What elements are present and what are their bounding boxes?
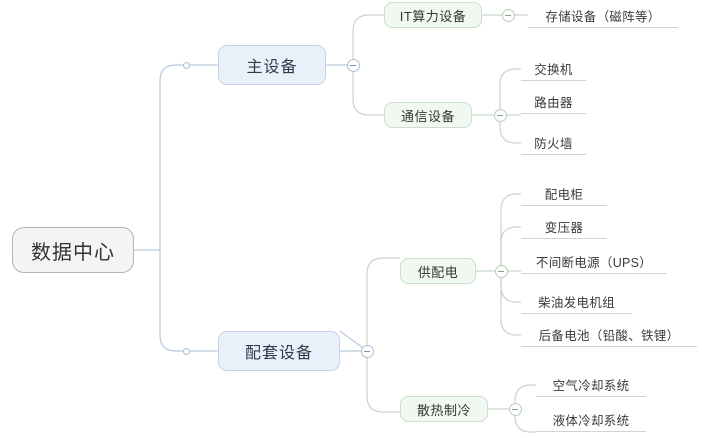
node-power-supply[interactable]: 供配电 bbox=[400, 258, 476, 284]
node-communication-equipment[interactable]: 通信设备 bbox=[384, 102, 472, 128]
leaf-label: 柴油发电机组 bbox=[538, 296, 615, 310]
leaf-router[interactable]: 路由器 bbox=[521, 90, 586, 114]
collapse-toggle-supporting-equipment[interactable] bbox=[360, 344, 374, 358]
leaf-air-cooling-system[interactable]: 空气冷却系统 bbox=[536, 373, 646, 397]
node-supporting-equipment-label: 配套设备 bbox=[244, 345, 313, 362]
collapse-toggle-it-computing-equipment[interactable] bbox=[501, 8, 515, 22]
minus-icon bbox=[350, 64, 356, 66]
leaf-transformer[interactable]: 变压器 bbox=[521, 215, 607, 239]
leaf-storage-equipment[interactable]: 存储设备（磁阵等） bbox=[528, 2, 678, 28]
node-it-computing-equipment-label: IT算力设备 bbox=[399, 8, 467, 24]
collapse-toggle-communication-equipment[interactable] bbox=[493, 108, 507, 122]
leaf-label: 变压器 bbox=[544, 221, 584, 235]
node-communication-equipment-label: 通信设备 bbox=[400, 108, 455, 124]
minus-icon bbox=[498, 270, 504, 272]
leaf-label: 配电柜 bbox=[544, 188, 584, 202]
leaf-label: 存储设备（磁阵等） bbox=[545, 10, 661, 24]
node-main-equipment[interactable]: 主设备 bbox=[218, 45, 326, 85]
leaf-label: 后备电池（铅酸、铁锂） bbox=[538, 329, 680, 343]
node-it-computing-equipment[interactable]: IT算力设备 bbox=[384, 2, 482, 28]
node-main-equipment-label: 主设备 bbox=[246, 59, 298, 76]
minus-icon bbox=[497, 114, 503, 116]
leaf-label: 液体冷却系统 bbox=[552, 414, 630, 428]
branch-joint-supporting-equipment[interactable] bbox=[182, 347, 190, 355]
leaf-liquid-cooling-system[interactable]: 液体冷却系统 bbox=[536, 408, 646, 432]
minus-icon bbox=[505, 14, 511, 16]
node-power-supply-label: 供配电 bbox=[417, 264, 459, 280]
leaf-label: 路由器 bbox=[534, 96, 573, 110]
leaf-diesel-generator[interactable]: 柴油发电机组 bbox=[521, 290, 632, 314]
leaf-label: 不间断电源（UPS） bbox=[535, 256, 653, 270]
minus-icon bbox=[364, 350, 370, 352]
leaf-label: 空气冷却系统 bbox=[552, 379, 630, 393]
collapse-toggle-main-equipment[interactable] bbox=[346, 58, 360, 72]
branch-joint-main-equipment[interactable] bbox=[182, 61, 190, 69]
node-cooling[interactable]: 散热制冷 bbox=[400, 396, 488, 422]
collapse-toggle-power-supply[interactable] bbox=[494, 264, 508, 278]
root-node-label: 数据中心 bbox=[31, 241, 115, 264]
leaf-ups[interactable]: 不间断电源（UPS） bbox=[521, 250, 667, 274]
node-supporting-equipment[interactable]: 配套设备 bbox=[218, 331, 340, 371]
leaf-label: 交换机 bbox=[534, 63, 573, 77]
collapse-toggle-cooling[interactable] bbox=[508, 402, 522, 416]
minus-icon bbox=[512, 408, 518, 410]
leaf-label: 防火墙 bbox=[534, 137, 573, 151]
leaf-switch[interactable]: 交换机 bbox=[521, 57, 586, 81]
leaf-backup-battery[interactable]: 后备电池（铅酸、铁锂） bbox=[521, 323, 697, 347]
node-cooling-label: 散热制冷 bbox=[416, 402, 471, 418]
mindmap-root-node[interactable]: 数据中心 bbox=[12, 227, 134, 273]
leaf-firewall[interactable]: 防火墙 bbox=[521, 131, 586, 155]
leaf-distribution-cabinet[interactable]: 配电柜 bbox=[521, 182, 607, 206]
